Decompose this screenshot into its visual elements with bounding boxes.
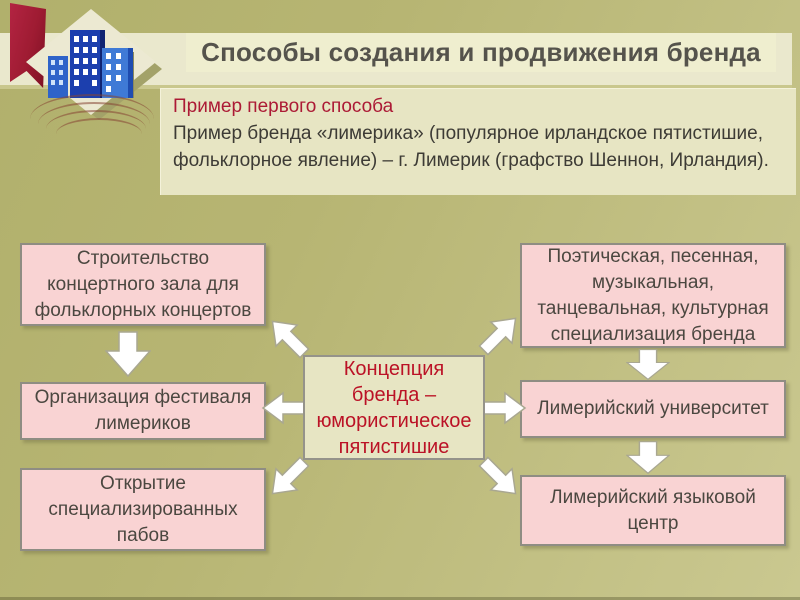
arrow-right-icon [479, 391, 527, 425]
intro-heading: Пример первого способа [173, 96, 394, 117]
swoosh-arc [56, 118, 142, 150]
intro-body: Пример бренда «лимерика» (популярное ирл… [173, 123, 769, 171]
swoosh-arc [38, 102, 150, 146]
diagram-box-specialization: Поэтическая, песенная, музыкальная, танц… [520, 243, 786, 348]
city-buildings-icon [48, 30, 134, 98]
arrow-up-right-icon [478, 317, 517, 356]
diagram-box-university: Лимерийский университет [520, 380, 786, 438]
swoosh-arc [30, 94, 154, 144]
diagram-box-language-center: Лимерийский языковой центр [520, 475, 786, 546]
box-label: Открытие специализированных пабов [48, 472, 238, 546]
swoosh-arc [46, 110, 146, 148]
diagram-box-brand-concept: Концепция бренда – юмористическое пятист… [303, 355, 485, 460]
arrow-down-icon [105, 331, 151, 377]
arrow-down-icon [626, 441, 670, 474]
page-title-text: Способы создания и продвижения бренда [201, 37, 761, 67]
diagram-box-concert-hall: Строительство концертного зала для фольк… [20, 243, 266, 326]
box-label: Поэтическая, песенная, музыкальная, танц… [537, 245, 769, 345]
arrow-down-left-icon [271, 456, 310, 495]
arrow-left-icon [261, 391, 309, 425]
diagram-box-pubs: Открытие специализированных пабов [20, 468, 266, 551]
page-title: Способы создания и продвижения бренда [186, 33, 776, 72]
box-label: Строительство концертного зала для фольк… [34, 247, 252, 321]
diagram-box-festival: Организация фестиваля лимериков [20, 382, 266, 440]
box-label: Лимерийский университет [537, 398, 769, 419]
box-label: Организация фестиваля лимериков [34, 387, 252, 434]
arrow-down-right-icon [478, 456, 517, 495]
intro-textbox: Пример первого способа Пример бренда «ли… [160, 88, 796, 195]
box-label: Лимерийский языковой центр [550, 486, 756, 534]
arrow-down-icon [626, 349, 670, 380]
arrow-up-left-icon [271, 320, 310, 359]
box-label: Концепция бренда – юмористическое пятист… [316, 357, 472, 458]
